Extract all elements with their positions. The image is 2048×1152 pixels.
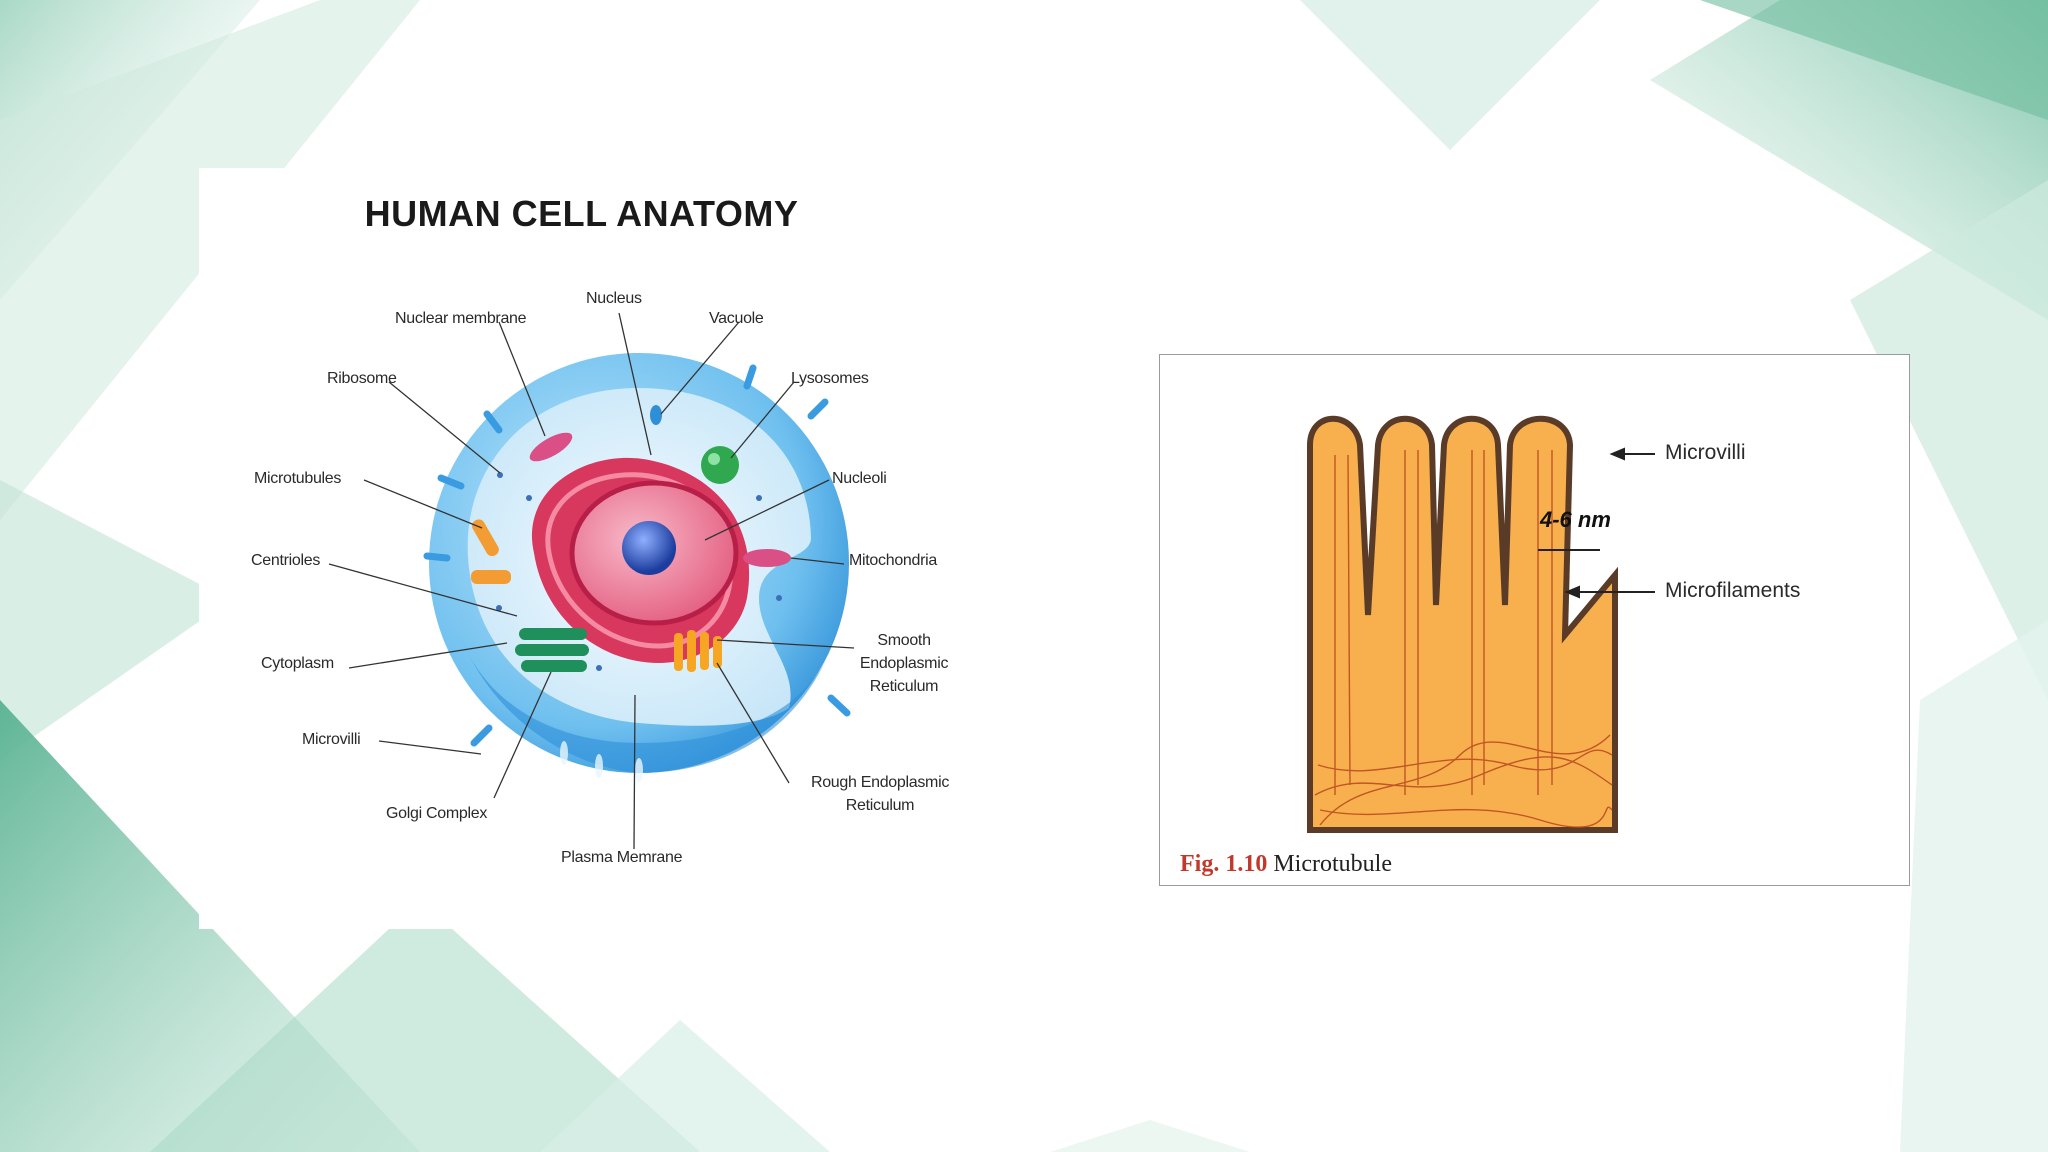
label-ribosome: Ribosome	[327, 370, 397, 387]
label-vacuole: Vacuole	[709, 310, 764, 327]
label-golgi-complex: Golgi Complex	[386, 805, 488, 822]
label-smooth-er: Smooth Endoplasmic Reticulum	[849, 629, 959, 698]
cell-anatomy-figure: HUMAN CELL ANATOMY	[199, 168, 964, 929]
cell-illustration	[328, 312, 855, 850]
cell-diagram-title: HUMAN CELL ANATOMY	[364, 193, 799, 234]
label-nucleus: Nucleus	[586, 290, 642, 307]
label-microtubules: Microtubules	[254, 470, 342, 487]
label-smooth-er-line3: Reticulum	[869, 678, 939, 695]
label-microvilli-right: Microvilli	[1665, 441, 1746, 464]
label-nuclear-membrane: Nuclear membrane	[395, 310, 527, 327]
label-centrioles: Centrioles	[251, 552, 321, 569]
label-nucleoli: Nucleoli	[832, 470, 887, 487]
label-cytoplasm: Cytoplasm	[261, 655, 334, 672]
label-rough-er: Rough Endoplasmic Reticulum	[795, 771, 965, 817]
label-lysosomes: Lysosomes	[791, 370, 869, 387]
figure-caption: Fig. 1.10 Microtubule	[1180, 851, 1392, 878]
label-rough-er-line2: Reticulum	[845, 797, 915, 814]
figure-number: Fig. 1.10	[1180, 851, 1268, 877]
handwritten-note: 4-6 nm	[1539, 507, 1611, 532]
label-plasma-membrane: Plasma Memrane	[561, 849, 683, 866]
label-microvilli: Microvilli	[302, 731, 361, 748]
label-microfilaments: Microfilaments	[1665, 579, 1801, 602]
microvilli-figure: 4-6 nm Microvilli Microfilaments Fig. 1.…	[1159, 354, 1910, 886]
figure-caption-text: Microtubule	[1273, 851, 1392, 877]
label-mitochondria: Mitochondria	[849, 552, 938, 569]
label-rough-er-line1: Rough Endoplasmic	[810, 774, 950, 791]
microvilli-illustration: 4-6 nm	[1307, 415, 1655, 833]
label-smooth-er-line1: Smooth	[877, 632, 931, 649]
label-smooth-er-line2: Endoplasmic	[859, 655, 949, 672]
